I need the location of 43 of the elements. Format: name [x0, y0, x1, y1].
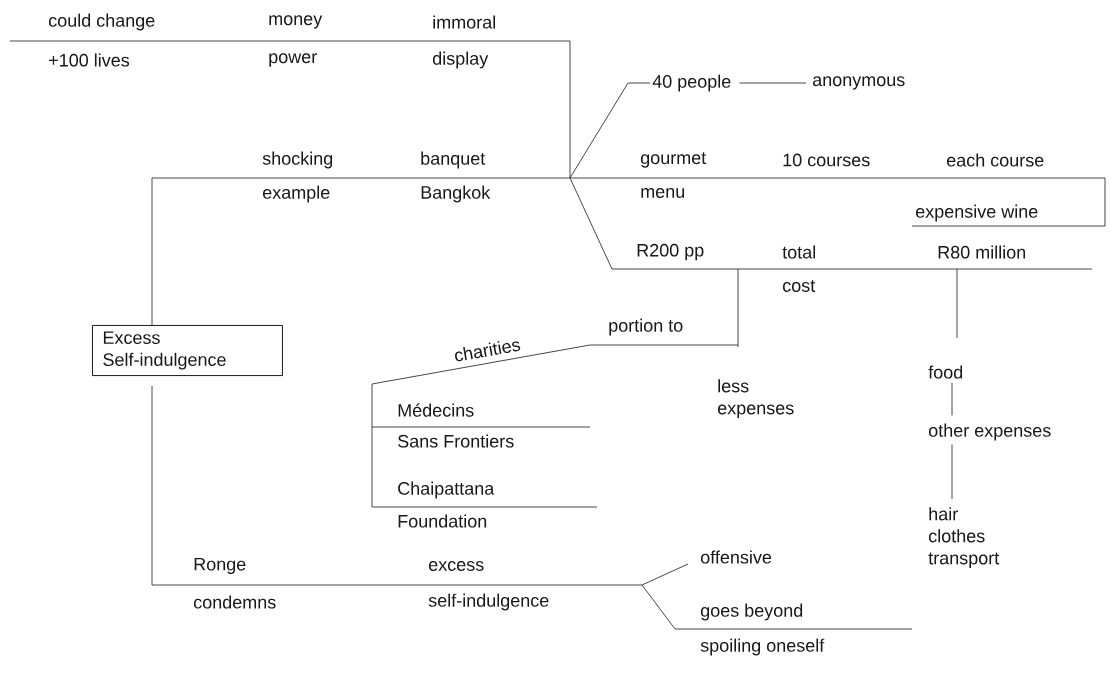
branch-text: Médecins: [398, 403, 474, 417]
branch-text: each course: [947, 153, 1044, 167]
branch-text: 40 people: [652, 74, 731, 92]
branch-text: hair clothes transport: [928, 507, 1000, 568]
branch-text: example: [262, 185, 330, 203]
branch-text: menu: [641, 188, 685, 198]
branch-text: banquet: [421, 151, 486, 169]
branch-text: other expenses: [928, 423, 1051, 441]
connector-line: [951, 444, 953, 500]
branch-text: expensive wine: [916, 204, 1038, 222]
branch-text: food: [928, 365, 963, 379]
branch-text: R200 pp: [637, 243, 704, 261]
branch-text: charities: [455, 341, 521, 362]
connector-line: [151, 82, 651, 326]
branch-text: power: [269, 53, 317, 67]
branch-text: R80 million: [938, 245, 1026, 259]
branch-text: shocking: [262, 151, 333, 169]
branch-text: total: [782, 245, 815, 259]
branch-text: goes beyond: [700, 603, 803, 621]
branch-text: self-indulgence: [428, 593, 549, 611]
branch-text: 10 courses: [783, 153, 870, 167]
branch-text: Foundation: [398, 514, 487, 528]
branch-text: immoral: [433, 15, 495, 29]
connector-line: [739, 82, 807, 84]
branch-text: spoiling oneself: [700, 638, 825, 656]
connector-line: [951, 382, 953, 416]
branch-text: portion to: [609, 318, 683, 336]
branch-text: anonymous: [813, 76, 905, 90]
branch-text: offensive: [700, 550, 772, 564]
branch-text: condemns: [193, 595, 276, 609]
branch-text: gourmet: [640, 152, 707, 168]
branch-text: could change: [48, 13, 155, 31]
branch-text: Chaipattana: [398, 481, 495, 499]
branch-text: money: [269, 15, 323, 29]
branch-text: +100 lives: [49, 53, 130, 67]
branch-text: less expenses: [718, 379, 794, 418]
branch-text: Ronge: [194, 557, 246, 575]
branch-text: cost: [783, 280, 816, 292]
branch-text: Bangkok: [421, 185, 491, 203]
central-topic-box: Excess Self-indulgence: [92, 325, 283, 377]
branch-text: Sans Frontiers: [398, 434, 514, 448]
branch-text: display: [432, 51, 489, 69]
branch-text: excess: [428, 561, 484, 571]
